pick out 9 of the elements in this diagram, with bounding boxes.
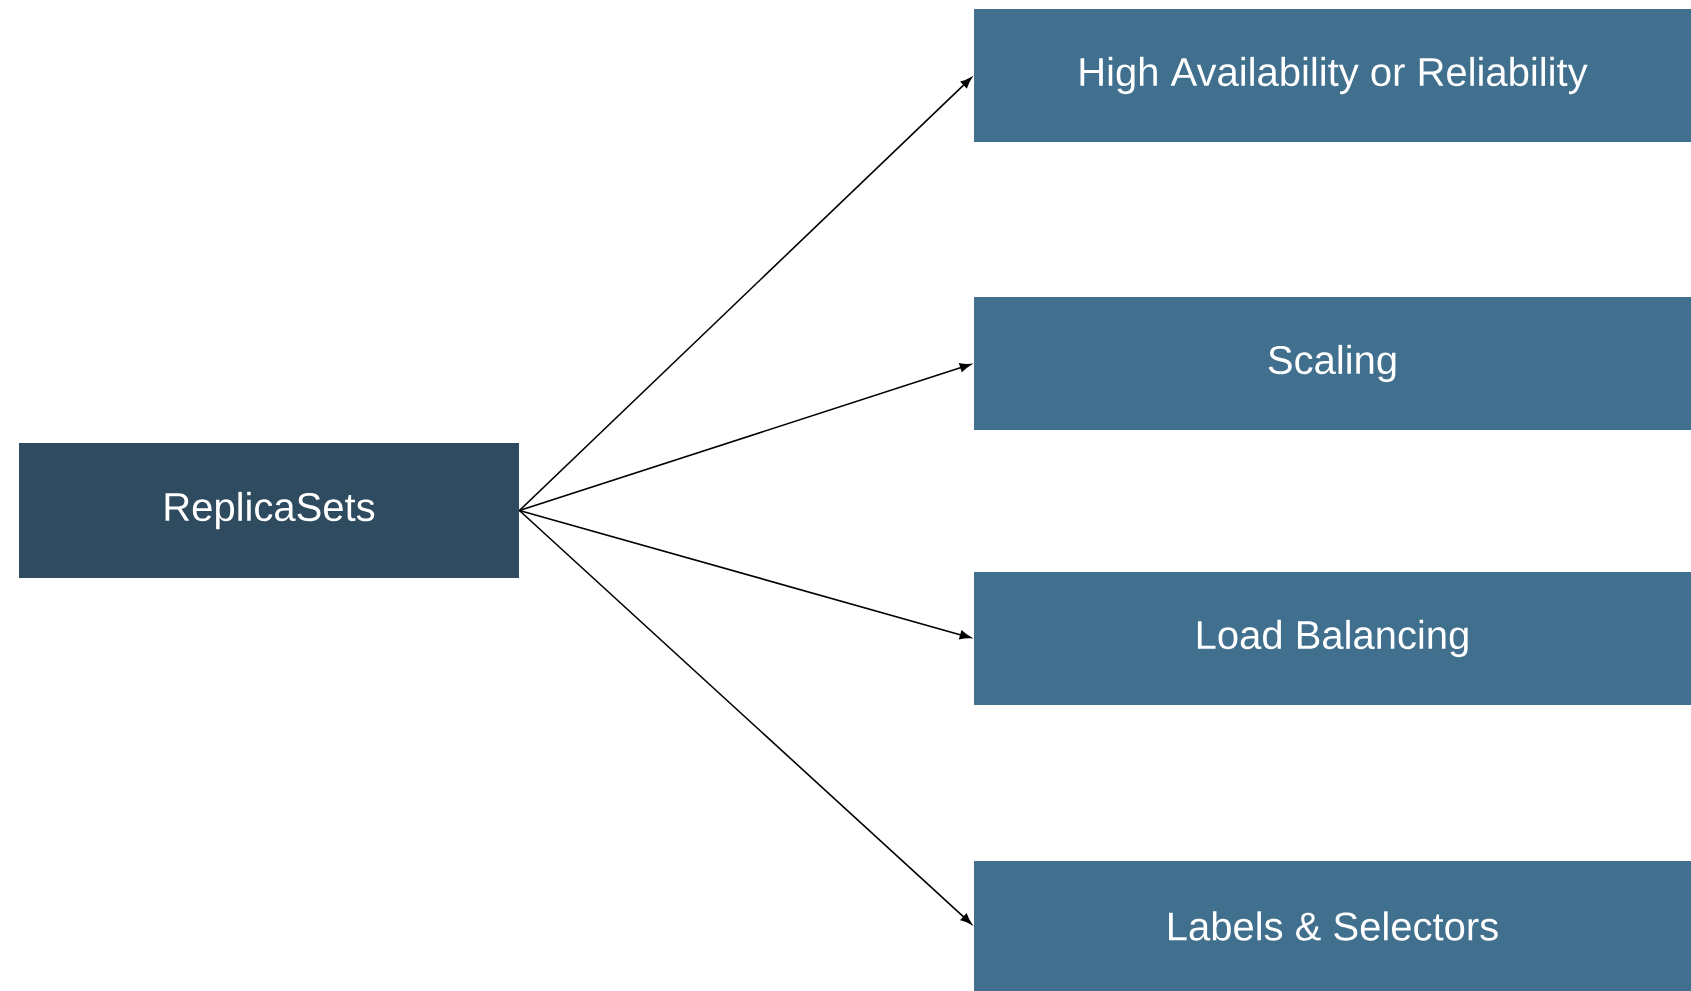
- process-box: ReplicaSets: [19, 443, 519, 578]
- arrow: [518, 509, 972, 640]
- process-box: Scaling: [974, 297, 1691, 430]
- process-box: Labels & Selectors: [974, 861, 1691, 991]
- process-box: Load Balancing: [974, 572, 1691, 705]
- arrow: [518, 363, 972, 512]
- process-box: High Availability or Reliability: [974, 9, 1691, 142]
- arrow: [518, 77, 972, 512]
- arrow: [518, 509, 972, 925]
